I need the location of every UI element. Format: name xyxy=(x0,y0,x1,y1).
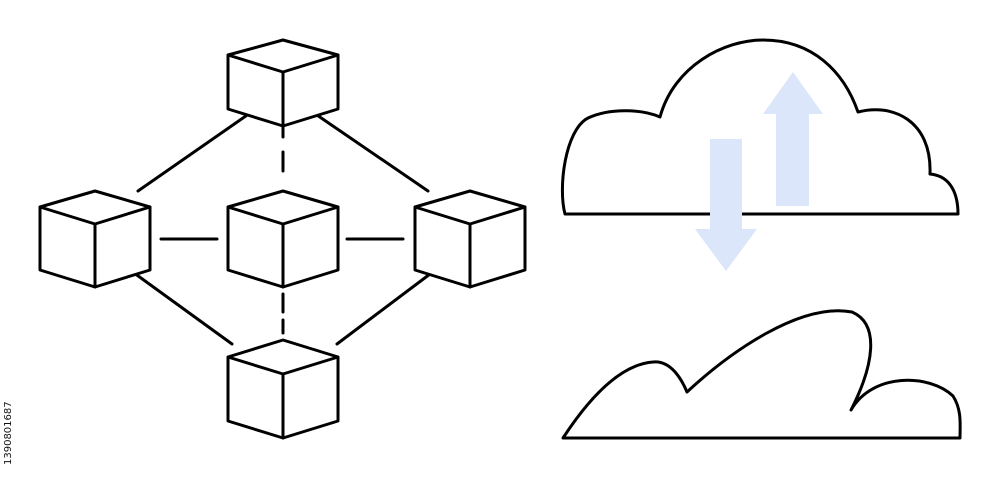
download-arrow-icon xyxy=(695,139,757,271)
connection-bottom-left xyxy=(121,263,234,346)
connection-top-left xyxy=(136,109,255,193)
cube-top-icon xyxy=(226,38,340,128)
network-connections xyxy=(121,109,444,346)
cube-center-icon xyxy=(226,189,340,289)
cube-left-icon xyxy=(38,189,152,289)
cloud-sync-icon xyxy=(560,38,962,440)
upload-arrow-icon xyxy=(763,72,823,206)
stock-image-id: 1390801687 xyxy=(3,401,14,465)
lower-cloud-icon xyxy=(561,309,962,440)
connection-bottom-right xyxy=(335,263,444,346)
cube-right-icon xyxy=(413,189,527,289)
cube-bottom-icon xyxy=(226,338,340,440)
blockchain-network-icon xyxy=(38,38,527,440)
connection-top-right xyxy=(309,109,430,193)
upper-cloud-icon xyxy=(560,38,960,216)
